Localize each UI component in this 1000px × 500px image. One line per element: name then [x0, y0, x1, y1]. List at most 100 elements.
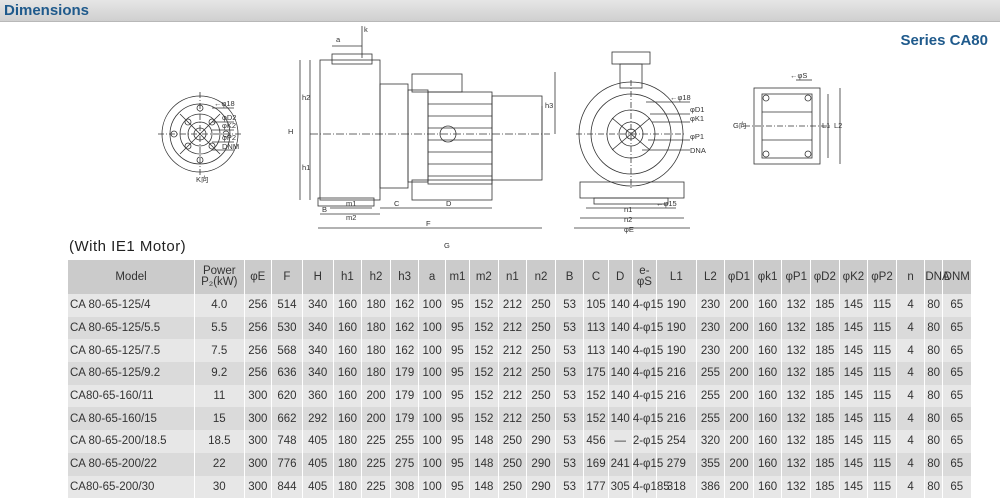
label-H: H: [288, 127, 293, 136]
table-cell: 105: [583, 294, 609, 317]
table-cell: 115: [867, 339, 897, 363]
table-cell: 95: [445, 384, 471, 408]
table-cell: 115: [867, 430, 897, 453]
col-header: L1: [656, 260, 697, 294]
table-cell: 568: [271, 339, 303, 363]
table-cell: 250: [526, 407, 556, 431]
table-cell: 162: [390, 294, 420, 317]
table-cell: 4-φ15: [632, 362, 663, 385]
table-cell: 200: [724, 294, 754, 317]
table-cell: 53: [555, 316, 585, 340]
table-cell: 200: [724, 407, 754, 431]
table-cell: 180: [333, 452, 363, 476]
col-header: h3: [390, 260, 420, 294]
table-cell: 9.2: [194, 362, 245, 385]
table-cell: 160: [753, 452, 783, 476]
label-K-view: K向: [196, 174, 209, 184]
table-cell: 405: [302, 430, 334, 453]
col-header: F: [271, 260, 303, 294]
table-cell: 4-φ15: [632, 407, 663, 431]
table-cell: 140: [608, 294, 633, 317]
table-cell: 185: [810, 407, 840, 431]
table-cell: 80: [924, 384, 943, 408]
table-cell: 216: [656, 407, 697, 431]
col-header: n: [896, 260, 926, 294]
table-cell: 53: [555, 430, 585, 453]
table-cell: 100: [418, 407, 446, 431]
table-cell: 132: [781, 384, 811, 408]
table-cell: 152: [583, 384, 609, 408]
table-cell: 11: [194, 384, 245, 408]
table-cell: 160: [333, 316, 363, 340]
dimension-drawings: ←φ18 φD2 φK2 φP2 DNM K向: [150, 22, 870, 254]
label-L1: L1: [822, 121, 830, 130]
label-h1: h1: [302, 163, 310, 172]
table-cell: 230: [696, 339, 726, 363]
table-cell: 225: [361, 475, 391, 499]
table-cell: 386: [696, 475, 726, 499]
table-cell: 216: [656, 384, 697, 408]
label-phiD2: φD2: [222, 113, 236, 122]
table-cell: 200: [724, 430, 754, 453]
model-cell: CA80-65-200/30: [68, 475, 196, 499]
table-cell: 4-φ15: [632, 452, 663, 476]
table-cell: 4: [896, 430, 926, 453]
table-cell: 152: [469, 294, 499, 317]
table-cell: 115: [867, 316, 897, 340]
table-cell: 15: [194, 407, 245, 431]
table-cell: 200: [724, 339, 754, 363]
table-cell: 145: [839, 452, 869, 476]
table-cell: 115: [867, 452, 897, 476]
label-F: F: [426, 219, 431, 228]
table-cell: 65: [942, 430, 972, 453]
table-cell: 748: [271, 430, 303, 453]
col-header-power-line2: P₂(kW): [201, 276, 238, 288]
table-cell: 115: [867, 475, 897, 499]
table-cell: 100: [418, 316, 446, 340]
table-cell: 4-φ15: [632, 316, 663, 340]
table-cell: 132: [781, 316, 811, 340]
col-header: h1: [333, 260, 363, 294]
table-cell: 160: [753, 294, 783, 317]
table-cell: 140: [608, 339, 633, 363]
table-cell: 53: [555, 339, 585, 363]
table-cell: 250: [526, 294, 556, 317]
table-cell: 256: [244, 339, 273, 363]
table-cell: 279: [656, 452, 697, 476]
table-cell: 65: [942, 362, 972, 385]
col-header: φk1: [753, 260, 783, 294]
table-cell: 190: [656, 316, 697, 340]
table-cell: 212: [498, 384, 528, 408]
table-cell: 160: [333, 407, 363, 431]
table-cell: 132: [781, 407, 811, 431]
table-cell: 160: [753, 407, 783, 431]
table-cell: 100: [418, 430, 446, 453]
col-header: n2: [526, 260, 556, 294]
table-cell: 145: [839, 316, 869, 340]
table-cell: 4: [896, 407, 926, 431]
table-cell: 145: [839, 362, 869, 385]
label-phi18-front: ←φ18: [214, 99, 235, 108]
col-header: φD1: [724, 260, 754, 294]
table-cell: 100: [418, 475, 446, 499]
label-phiK2: φK2: [222, 121, 236, 130]
table-cell: 185: [810, 384, 840, 408]
table-cell: 300: [244, 430, 273, 453]
table-cell: 95: [445, 452, 471, 476]
table-cell: 177: [583, 475, 609, 499]
table-cell: 53: [555, 384, 585, 408]
model-cell: CA80-65-160/11: [68, 384, 196, 408]
col-header: m1: [445, 260, 471, 294]
table-caption: (With IE1 Motor): [69, 238, 187, 255]
table-cell: 145: [839, 384, 869, 408]
table-cell: 4-φ15: [632, 294, 663, 317]
table-cell: 95: [445, 430, 471, 453]
table-cell: 180: [361, 339, 391, 363]
col-header: φK2: [839, 260, 869, 294]
table-cell: 185: [810, 294, 840, 317]
table-cell: 185: [810, 475, 840, 499]
table-cell: 308: [390, 475, 420, 499]
